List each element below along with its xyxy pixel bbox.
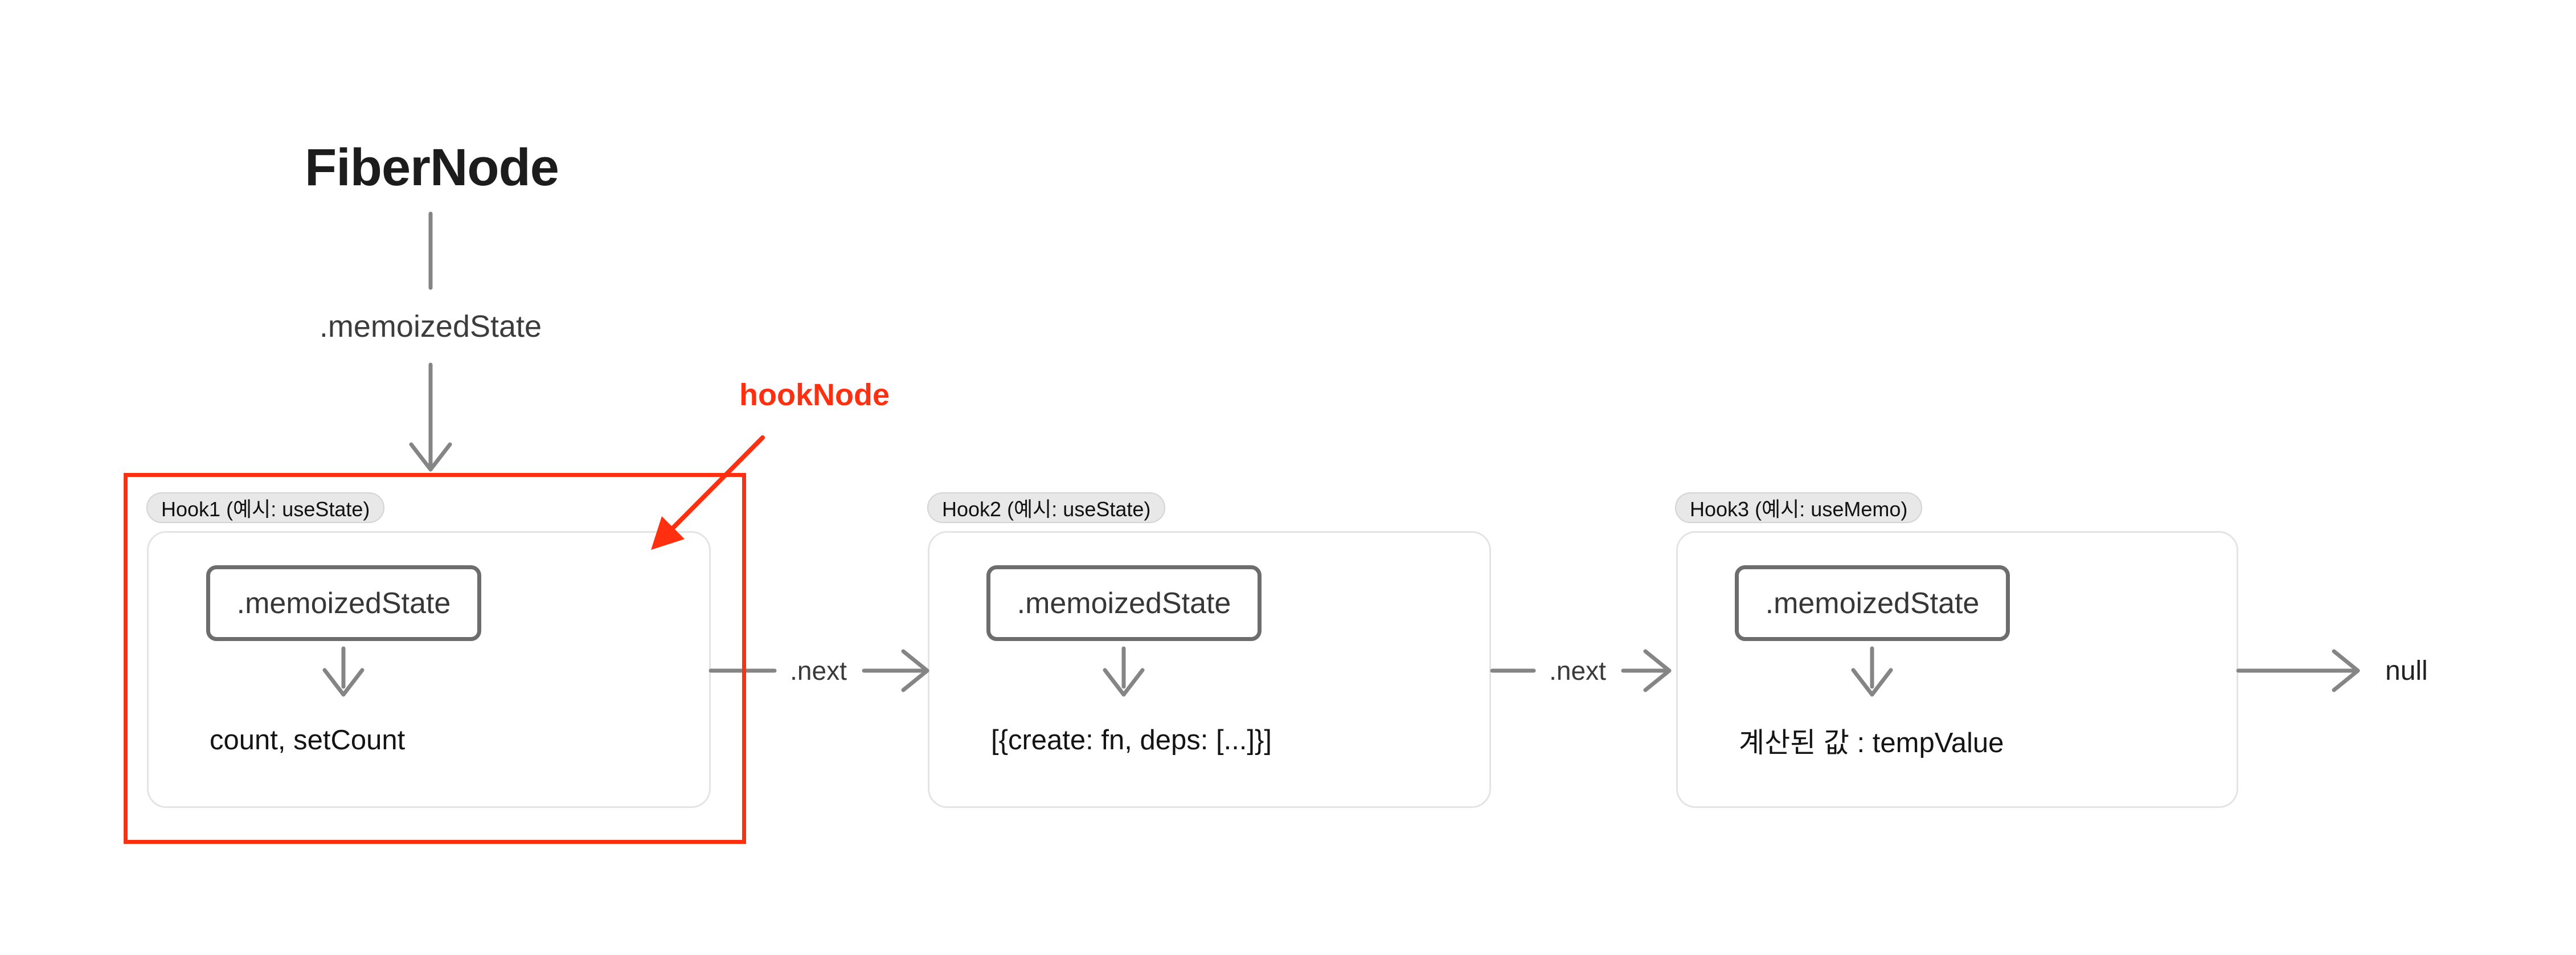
null-arrow-head xyxy=(2332,649,2360,692)
hook3-badge: Hook3 (예시: useMemo) xyxy=(1675,492,1923,523)
next-label-2: .next xyxy=(1549,656,1606,685)
fiber-down-arrow-head xyxy=(409,442,452,472)
hooknode-pointer-head xyxy=(651,516,685,550)
hooknode-pointer-shaft xyxy=(671,435,765,530)
hook1-badge: Hook1 (예시: useState) xyxy=(146,492,385,523)
hook1-value: count, setCount xyxy=(210,725,406,756)
hook1-memoizedstate-box: .memoizedState xyxy=(206,565,481,641)
fiber-memoizedstate-label: .memoizedState xyxy=(319,309,542,344)
hook3-memoizedstate-box: .memoizedState xyxy=(1735,565,2010,641)
hook1-output-arrow-head xyxy=(322,668,365,697)
next-arrow-2-head xyxy=(1643,649,1672,692)
next-label-1: .next xyxy=(790,656,847,685)
null-terminal-label: null xyxy=(2385,655,2428,686)
hook2-badge: Hook2 (예시: useState) xyxy=(927,492,1166,523)
hook2-memoizedstate-box: .memoizedState xyxy=(986,565,1262,641)
hook2-value: [{create: fn, deps: [...]}] xyxy=(991,725,1272,756)
hooknode-annotation-label: hookNode xyxy=(739,378,890,412)
hook2-output-arrow-head xyxy=(1103,668,1145,697)
next-arrow-1-head xyxy=(901,649,929,692)
hook3-output-arrow-head xyxy=(1851,668,1893,697)
fiber-node-title: FiberNode xyxy=(305,138,559,197)
hook3-value: 계산된 값 : tempValue xyxy=(1739,727,2004,758)
